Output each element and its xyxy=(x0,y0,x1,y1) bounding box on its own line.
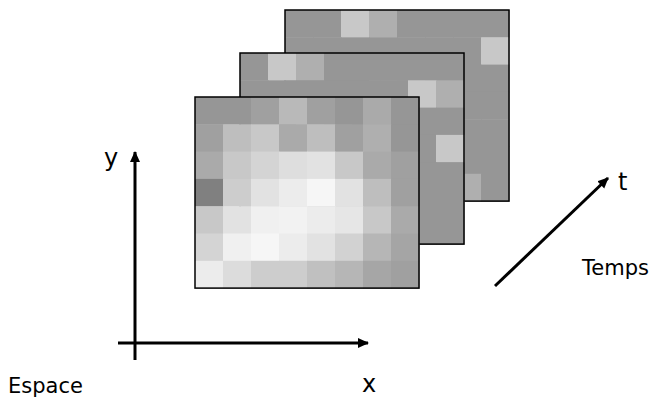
pixel xyxy=(195,124,224,152)
pixel xyxy=(363,234,392,262)
pixel xyxy=(363,152,392,180)
pixel xyxy=(223,179,252,207)
pixel xyxy=(279,97,308,125)
pixel xyxy=(436,135,465,163)
axis-label: y xyxy=(104,146,118,170)
pixel xyxy=(279,206,308,234)
pixel xyxy=(279,179,308,207)
pixel xyxy=(223,234,252,262)
pixel xyxy=(408,53,437,81)
pixel xyxy=(279,124,308,152)
pixel xyxy=(391,234,420,262)
pixel xyxy=(307,124,336,152)
pixel xyxy=(335,179,364,207)
pixel xyxy=(251,261,280,289)
pixel xyxy=(481,174,510,202)
pixel xyxy=(268,53,297,81)
pixel xyxy=(223,97,252,125)
pixel xyxy=(391,261,420,289)
pixel xyxy=(195,261,224,289)
pixel xyxy=(341,10,370,38)
pixel xyxy=(363,97,392,125)
pixel xyxy=(352,53,381,81)
pixel xyxy=(363,261,392,289)
pixel xyxy=(391,179,420,207)
y-axis xyxy=(134,152,137,360)
pixel xyxy=(425,10,454,38)
axis-label: t xyxy=(618,170,627,194)
pixel xyxy=(335,97,364,125)
pixel xyxy=(481,10,510,38)
pixel xyxy=(307,206,336,234)
frame-border xyxy=(285,10,509,201)
pixel xyxy=(240,53,269,81)
pixel xyxy=(285,10,314,38)
pixel xyxy=(195,152,224,180)
pixel xyxy=(391,206,420,234)
pixel xyxy=(251,124,280,152)
pixel xyxy=(223,152,252,180)
pixel xyxy=(363,124,392,152)
frame-border xyxy=(240,53,464,244)
pixel xyxy=(251,206,280,234)
axis-title: Temps xyxy=(582,258,649,279)
pixel xyxy=(436,80,465,108)
pixel xyxy=(251,97,280,125)
pixel xyxy=(363,179,392,207)
pixel xyxy=(481,65,510,93)
pixel xyxy=(279,261,308,289)
pixel xyxy=(436,217,465,245)
image-frames xyxy=(195,10,510,289)
pixel xyxy=(369,10,398,38)
pixel xyxy=(307,261,336,289)
pixel xyxy=(481,37,510,65)
pixel xyxy=(391,124,420,152)
pixel xyxy=(307,152,336,180)
x-axis xyxy=(118,342,368,345)
pixel xyxy=(223,261,252,289)
pixel xyxy=(436,53,465,81)
pixel xyxy=(307,179,336,207)
pixel xyxy=(453,10,482,38)
pixel xyxy=(279,152,308,180)
pixel xyxy=(251,179,280,207)
pixel xyxy=(363,206,392,234)
pixel xyxy=(335,234,364,262)
pixel xyxy=(195,234,224,262)
pixel xyxy=(391,97,420,125)
pixel xyxy=(324,53,353,81)
pixel xyxy=(251,234,280,262)
pixel xyxy=(195,179,224,207)
pixel xyxy=(335,152,364,180)
pixel xyxy=(223,124,252,152)
pixel xyxy=(195,206,224,234)
pixel xyxy=(307,234,336,262)
pixel xyxy=(380,53,409,81)
pixel xyxy=(251,152,280,180)
pixel xyxy=(296,53,325,81)
pixel xyxy=(397,10,426,38)
pixel xyxy=(335,261,364,289)
frame-border xyxy=(195,97,419,288)
pixel xyxy=(335,124,364,152)
pixel xyxy=(279,234,308,262)
pixel xyxy=(481,119,510,147)
pixel xyxy=(481,92,510,120)
pixel xyxy=(223,206,252,234)
pixel xyxy=(436,190,465,218)
pixel xyxy=(195,97,224,125)
pixel xyxy=(313,10,342,38)
pixel xyxy=(391,152,420,180)
pixel xyxy=(481,147,510,175)
pixel xyxy=(335,206,364,234)
pixel xyxy=(436,162,465,190)
axis-title: Espace xyxy=(8,376,83,397)
pixel xyxy=(436,108,465,136)
axis-label: x xyxy=(362,372,376,396)
pixel xyxy=(307,97,336,125)
